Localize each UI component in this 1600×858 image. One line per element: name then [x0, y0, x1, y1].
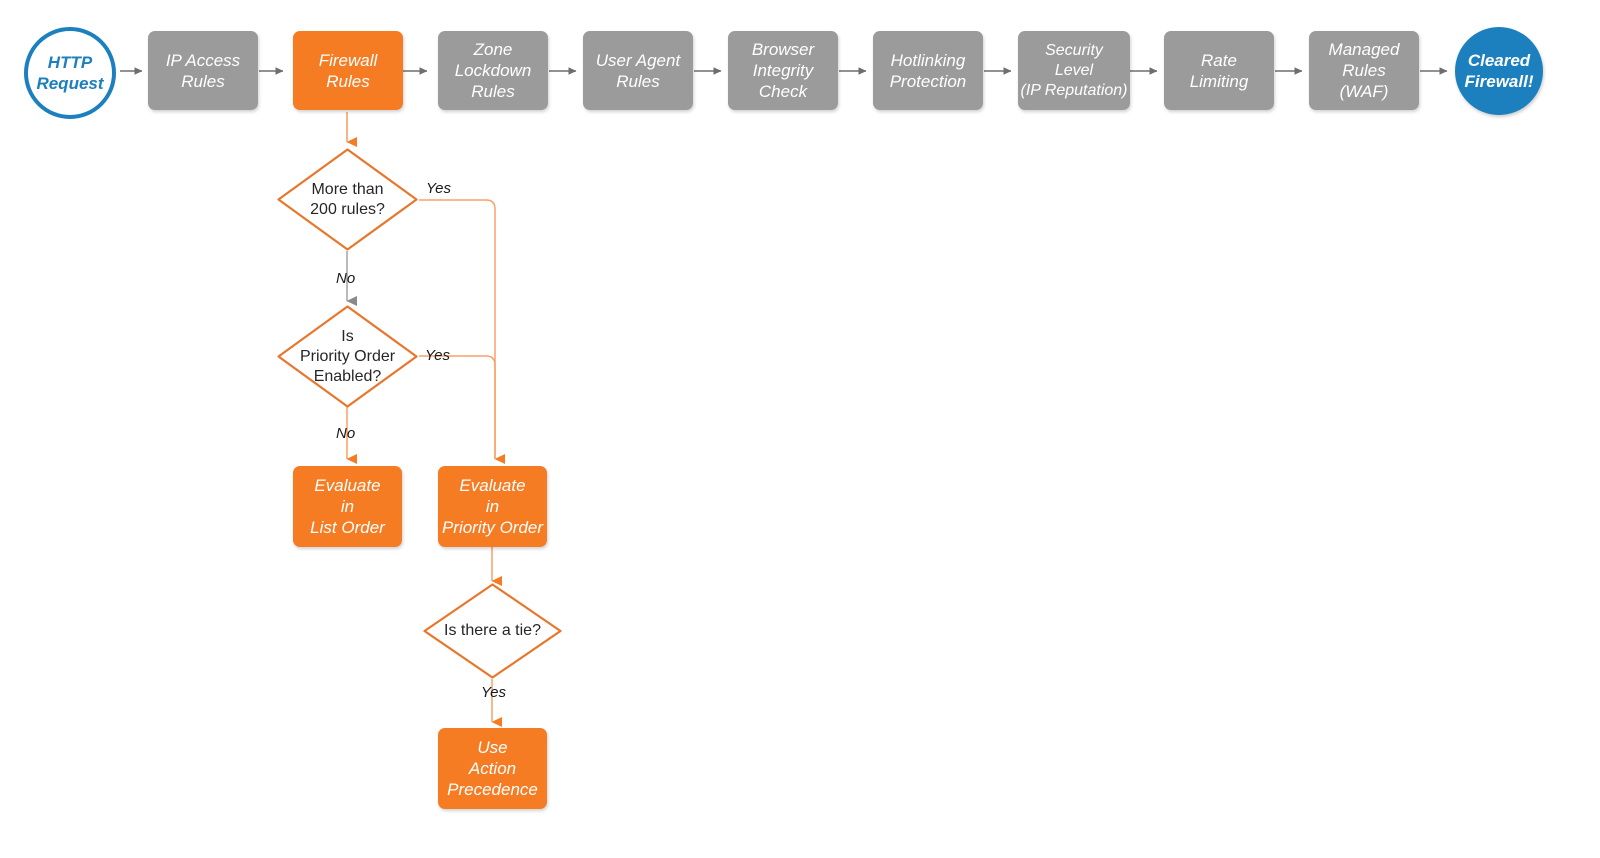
node-label: Firewall Rules — [318, 50, 378, 91]
node-zone-lockdown-rules[interactable]: Zone Lockdown Rules — [438, 31, 548, 110]
node-ip-access-rules[interactable]: IP Access Rules — [148, 31, 258, 110]
node-use-action-precedence[interactable]: Use Action Precedence — [438, 728, 547, 809]
node-security-level[interactable]: Security Level (IP Reputation) — [1018, 31, 1130, 110]
edge-label-rules-no: No — [336, 270, 356, 287]
node-label: IP Access Rules — [165, 50, 241, 91]
node-priority-order-enabled[interactable]: Is Priority Order Enabled? — [277, 305, 418, 408]
node-label: Cleared Firewall! — [1464, 51, 1534, 91]
edge-decision200-yes-to-priorityorder — [419, 199, 505, 464]
edge-priority-yes-to-priorityorder — [419, 355, 496, 459]
edge-label-tie-yes: Yes — [481, 684, 507, 701]
node-label: Security Level (IP Reputation) — [1020, 41, 1128, 99]
node-label: Rate Limiting — [1189, 50, 1249, 91]
node-label: Zone Lockdown Rules — [454, 40, 532, 101]
node-label: Is Priority Order Enabled? — [299, 327, 396, 385]
node-managed-rules-waf[interactable]: Managed Rules (WAF) — [1309, 31, 1419, 110]
node-browser-integrity-check[interactable]: Browser Integrity Check — [728, 31, 838, 110]
node-http-request[interactable]: HTTP Request — [24, 27, 116, 119]
node-label: Evaluate in Priority Order — [441, 476, 544, 537]
diamond-shape — [277, 148, 418, 251]
diamond-shape — [277, 305, 418, 408]
edge-label-rules-yes: Yes — [426, 180, 452, 197]
edge-label-priority-yes: Yes — [425, 347, 451, 364]
node-label: Browser Integrity Check — [751, 40, 815, 101]
node-label: Is there a tie? — [444, 622, 541, 639]
node-label: Managed Rules (WAF) — [1328, 40, 1400, 101]
node-user-agent-rules[interactable]: User Agent Rules — [583, 31, 693, 110]
node-label: Hotlinking Protection — [889, 50, 967, 91]
node-label: Use Action Precedence — [447, 738, 538, 799]
node-rate-limiting[interactable]: Rate Limiting — [1164, 31, 1274, 110]
node-hotlinking-protection[interactable]: Hotlinking Protection — [873, 31, 983, 110]
node-firewall-rules[interactable]: Firewall Rules — [293, 31, 403, 110]
node-label: User Agent Rules — [595, 50, 681, 91]
edge-label-priority-no: No — [336, 425, 356, 442]
node-cleared-firewall[interactable]: Cleared Firewall! — [1455, 27, 1543, 115]
diamond-shape — [423, 583, 562, 679]
node-more-than-200-rules[interactable]: More than 200 rules? — [277, 148, 418, 251]
node-label: Evaluate in List Order — [310, 476, 385, 537]
node-evaluate-priority-order[interactable]: Evaluate in Priority Order — [438, 466, 547, 547]
node-label: More than 200 rules? — [310, 180, 385, 218]
node-label: HTTP Request — [36, 53, 104, 93]
node-evaluate-list-order[interactable]: Evaluate in List Order — [293, 466, 402, 547]
node-is-there-a-tie[interactable]: Is there a tie? — [423, 583, 562, 679]
